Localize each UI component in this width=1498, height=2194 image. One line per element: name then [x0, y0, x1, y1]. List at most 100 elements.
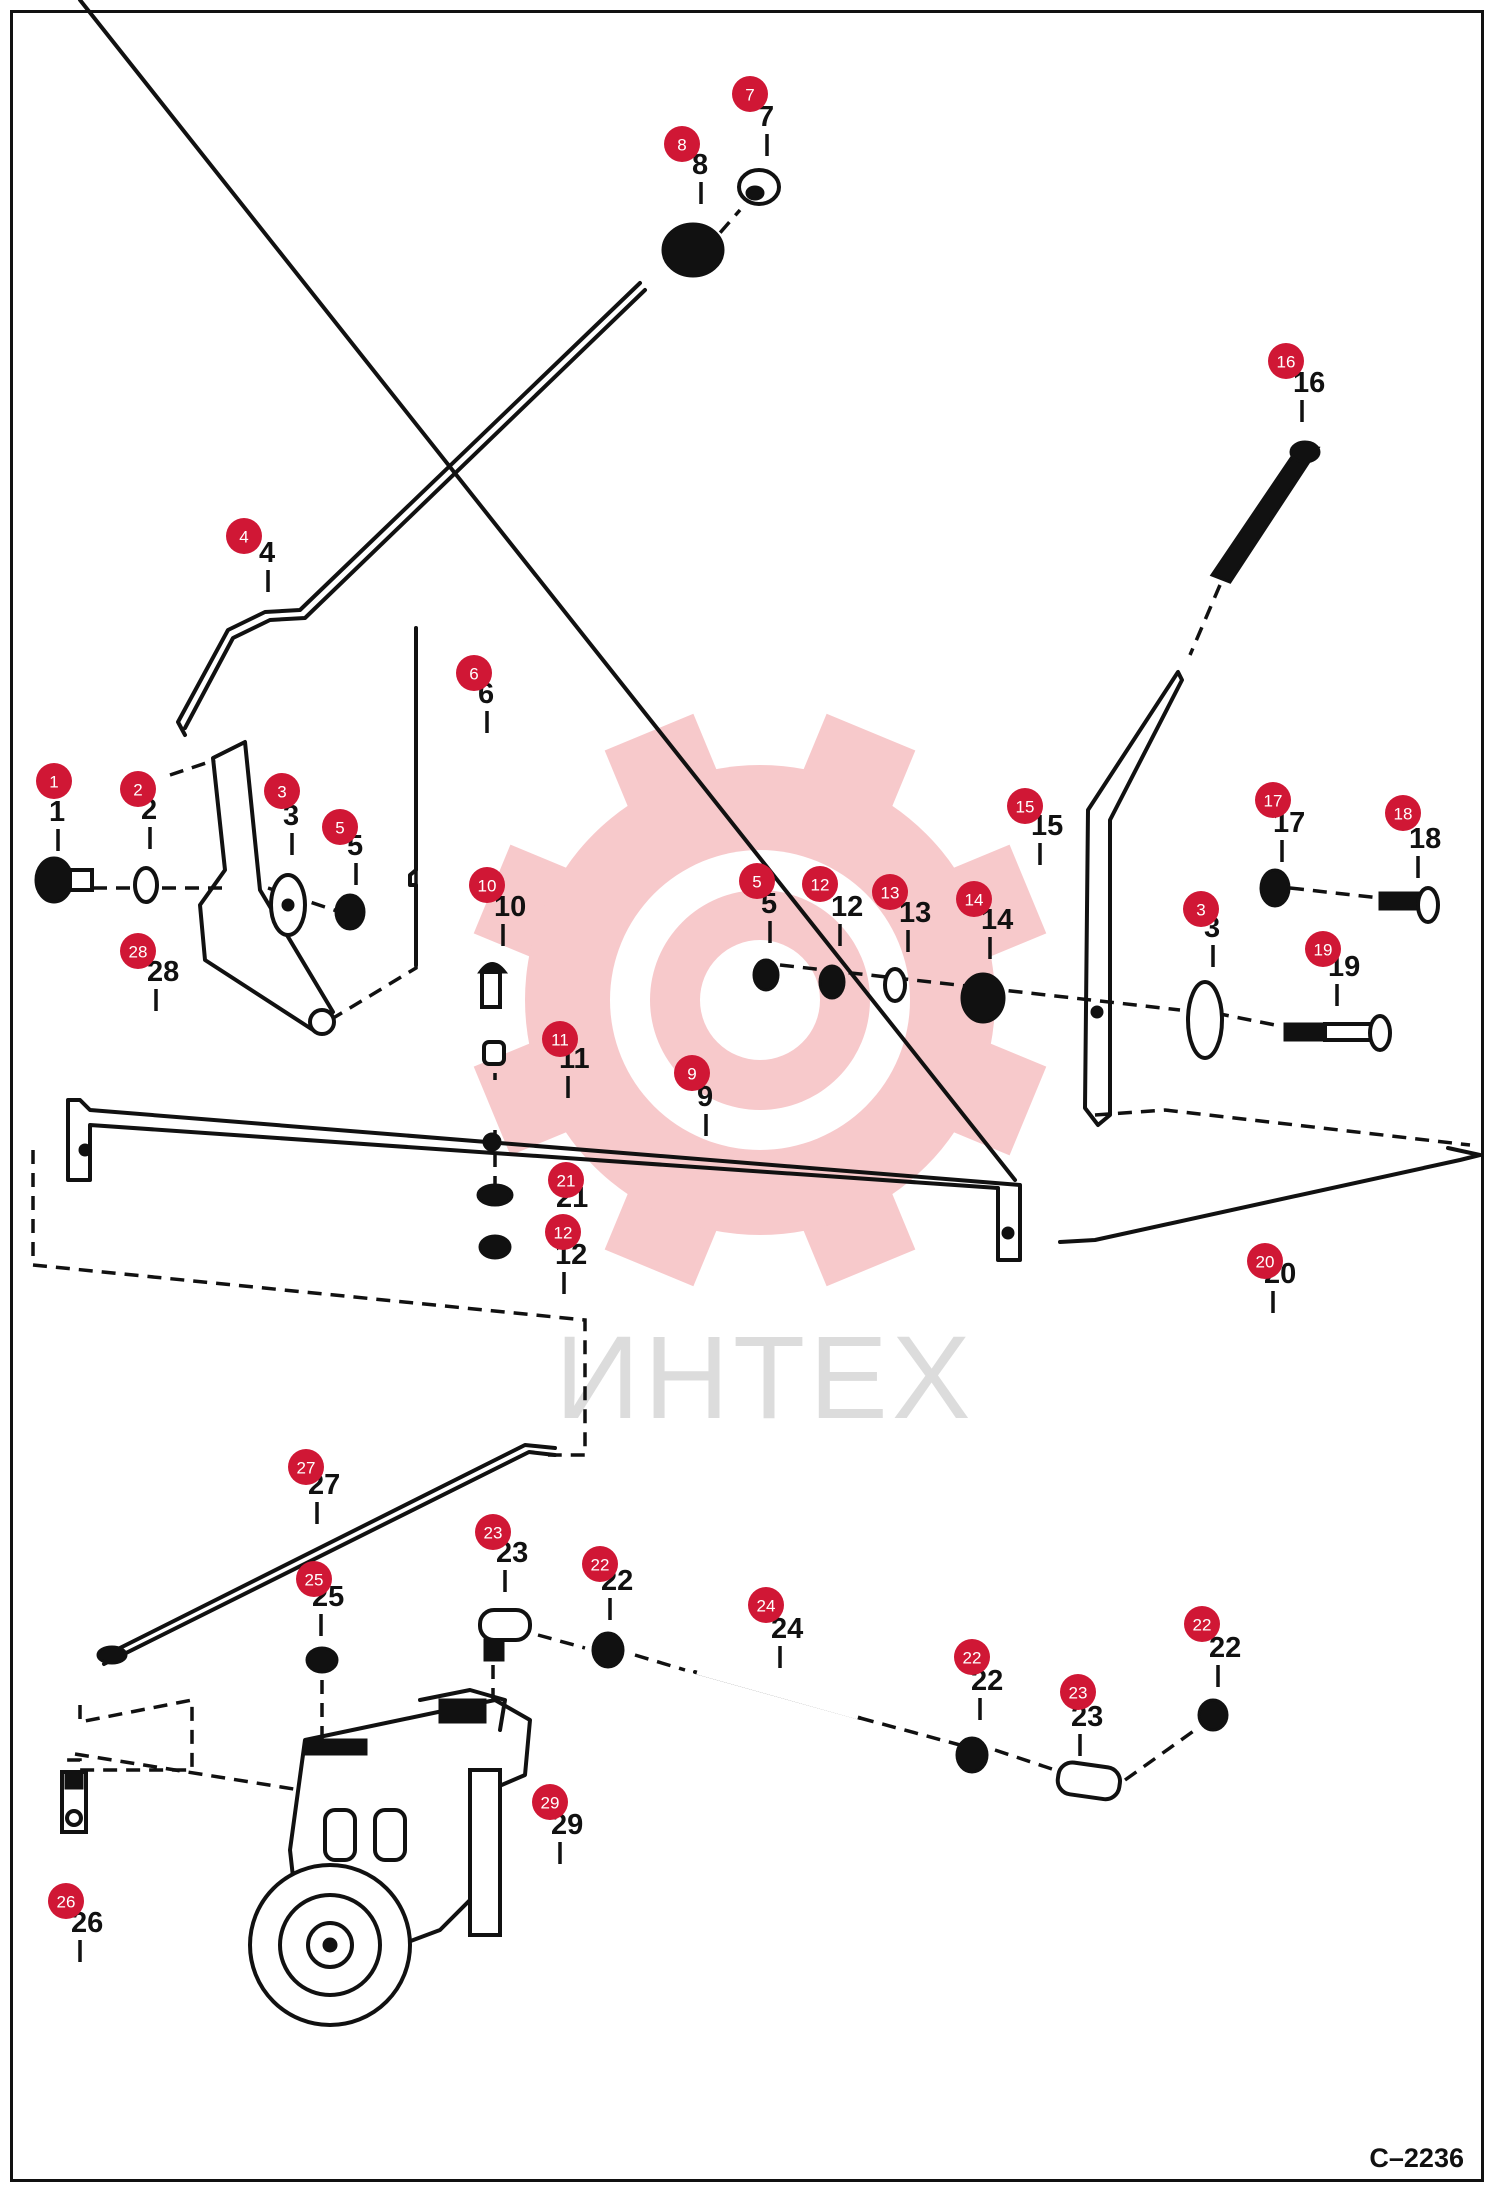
part-number-c9: 9: [697, 1081, 713, 1113]
svg-text:17: 17: [1264, 792, 1283, 811]
part-15-lever: [1083, 670, 1184, 1127]
part-3-washer-right: [1186, 980, 1224, 1060]
badge-c29[interactable]: 29: [532, 1784, 568, 1820]
badge-c17[interactable]: 17: [1255, 782, 1291, 818]
part-23-elbow-left: [478, 1608, 532, 1662]
badge-c19[interactable]: 19: [1305, 931, 1341, 967]
badge-c20[interactable]: 20: [1247, 1243, 1283, 1279]
part-number-c4: 4: [259, 537, 275, 569]
badge-c10[interactable]: 10: [469, 867, 505, 903]
badge-c15[interactable]: 15: [1007, 788, 1043, 824]
callout-c6: 66: [456, 655, 494, 733]
badge-c25[interactable]: 25: [296, 1561, 332, 1597]
badge-c22b[interactable]: 22: [1184, 1606, 1220, 1642]
badge-c7[interactable]: 7: [732, 76, 768, 112]
parts: [34, 0, 1482, 2027]
badge-c27[interactable]: 27: [288, 1449, 324, 1485]
part-16-grip: [1209, 440, 1321, 584]
part-29-pump-assembly: [248, 1688, 532, 2027]
part-22-nut-right: [1197, 1698, 1229, 1732]
badge-c2[interactable]: 2: [120, 771, 156, 807]
part-27-rod: [98, 1443, 557, 1660]
badge-c4[interactable]: 4: [226, 518, 262, 554]
svg-text:19: 19: [1314, 941, 1333, 960]
badge-c23b[interactable]: 23: [1060, 1674, 1096, 1710]
badge-c3a[interactable]: 3: [264, 773, 300, 809]
badge-c13[interactable]: 13: [872, 874, 908, 910]
part-18-bolt: [1378, 886, 1440, 924]
svg-text:14: 14: [965, 891, 984, 910]
svg-text:4: 4: [239, 528, 248, 547]
badge-c3b[interactable]: 3: [1183, 891, 1219, 927]
svg-text:9: 9: [687, 1065, 696, 1084]
badge-c23a[interactable]: 23: [475, 1514, 511, 1550]
svg-text:7: 7: [745, 86, 754, 105]
svg-text:15: 15: [1016, 798, 1035, 817]
callout-c4: 44: [226, 518, 275, 592]
callout-c2: 22: [120, 771, 157, 849]
callout-c5b: 55: [739, 863, 777, 943]
callout-c1: 11: [36, 763, 72, 851]
part-9-crossbar: [66, 0, 1022, 1262]
svg-text:23: 23: [1069, 1684, 1088, 1703]
part-number-c12a: 12: [831, 891, 863, 923]
badge-c6[interactable]: 6: [456, 655, 492, 691]
badge-c9[interactable]: 9: [674, 1055, 710, 1091]
part-1-bolt: [34, 856, 94, 904]
part-22-nut-middle: [955, 1736, 989, 1774]
svg-text:27: 27: [297, 1459, 316, 1478]
svg-text:25: 25: [305, 1571, 324, 1590]
part-4-control-rod: [176, 281, 642, 737]
part-11-spacer: [482, 1040, 506, 1066]
badge-c12b[interactable]: 12: [545, 1214, 581, 1250]
svg-text:26: 26: [57, 1893, 76, 1912]
part-20-rod: [1058, 1146, 1482, 1244]
part-14-bushing: [960, 972, 1006, 1024]
svg-text:1: 1: [49, 773, 58, 792]
callouts: 1122334455667788991010111112121313141455…: [36, 76, 1441, 1962]
badge-c21[interactable]: 21: [548, 1162, 584, 1198]
badge-c22c[interactable]: 22: [954, 1639, 990, 1675]
callout-c3a: 33: [264, 773, 300, 855]
part-10-bolt: [477, 962, 509, 1009]
badge-c14[interactable]: 14: [956, 881, 992, 917]
part-21-washer: [476, 1183, 514, 1207]
part-12-nut-lower: [478, 1234, 512, 1260]
callout-c5a: 55: [322, 809, 363, 885]
badge-c11[interactable]: 11: [542, 1021, 578, 1057]
badge-c8[interactable]: 8: [664, 126, 700, 162]
badge-c12a[interactable]: 12: [802, 866, 838, 902]
badge-c26[interactable]: 26: [48, 1883, 84, 1919]
badge-c1[interactable]: 1: [36, 763, 72, 799]
badge-c16[interactable]: 16: [1268, 343, 1304, 379]
drawing-code: C–2236: [1369, 2143, 1464, 2173]
svg-text:12: 12: [811, 876, 830, 895]
part-number-c1: 1: [49, 796, 65, 828]
part-22-nut-left: [591, 1631, 625, 1669]
svg-text:20: 20: [1256, 1253, 1275, 1272]
svg-text:5: 5: [335, 819, 344, 838]
svg-text:12: 12: [554, 1224, 573, 1243]
part-2-washer: [133, 866, 159, 904]
badge-c5a[interactable]: 5: [322, 809, 358, 845]
assembly-lines: [31, 208, 1471, 1792]
badge-c24[interactable]: 24: [748, 1587, 784, 1623]
badge-c18[interactable]: 18: [1385, 795, 1421, 831]
svg-text:22: 22: [1193, 1616, 1212, 1635]
badge-c28[interactable]: 28: [120, 933, 156, 969]
badge-c5b[interactable]: 5: [739, 863, 775, 899]
part-number-c8: 8: [692, 149, 708, 181]
badge-c22a[interactable]: 22: [582, 1546, 618, 1582]
